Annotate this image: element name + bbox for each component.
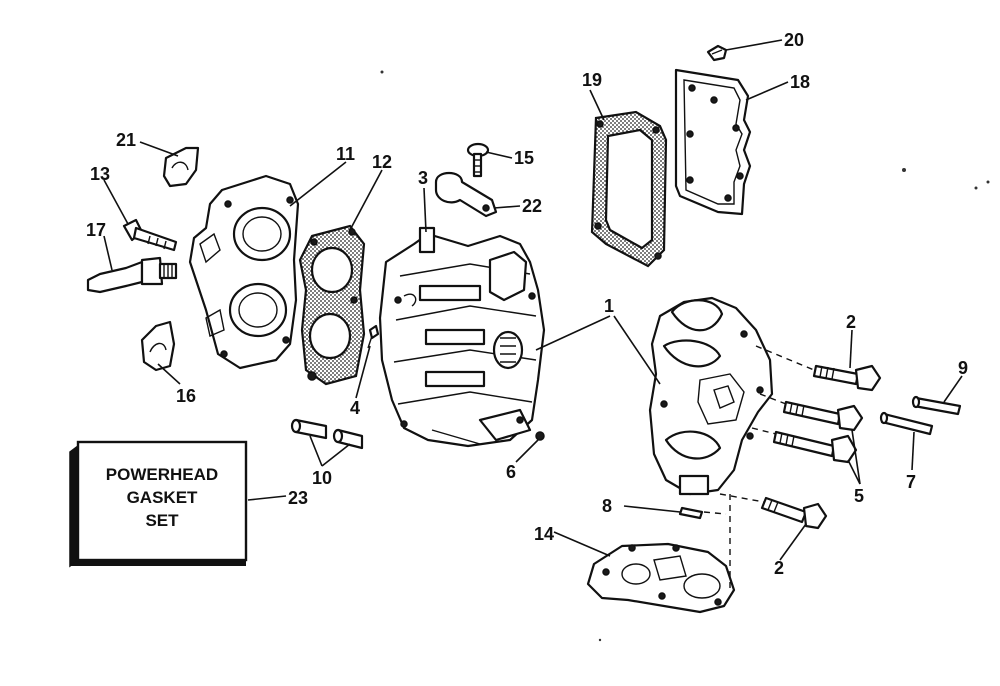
callout-18: 18 — [790, 72, 810, 92]
gasket-set-box: POWERHEAD GASKET SET — [69, 440, 248, 568]
part-10-dowel-pins — [290, 418, 364, 450]
callout-20: 20 — [784, 30, 804, 50]
callout-22: 22 — [522, 196, 542, 216]
part-16-clip — [140, 320, 176, 372]
leader-lines — [103, 39, 963, 561]
alignment-lines — [703, 345, 815, 588]
part-21-clip — [162, 146, 200, 188]
callout-19: 19 — [582, 70, 602, 90]
callout-11: 11 — [336, 144, 355, 164]
part-12-head-gasket — [298, 224, 366, 386]
callout-16: 16 — [176, 386, 196, 406]
part-9-pin — [911, 395, 962, 416]
part-4-pin — [367, 324, 380, 349]
callout-8: 8 — [602, 496, 612, 516]
part-5-bolts — [772, 400, 864, 464]
callout-12: 12 — [372, 152, 392, 172]
callout-2-lower: 2 — [774, 558, 784, 578]
callout-14: 14 — [534, 524, 554, 544]
callout-13: 13 — [90, 164, 110, 184]
part-15-screw — [466, 142, 490, 178]
gasket-set-line-3: SET — [145, 511, 179, 530]
part-3-cylinder-block — [378, 226, 546, 448]
part-1-crankcase-half — [648, 296, 774, 496]
callout-10: 10 — [312, 468, 332, 488]
callout-9: 9 — [958, 358, 968, 378]
callout-15: 15 — [514, 148, 534, 168]
part-6-plug — [535, 431, 545, 441]
callout-2-upper: 2 — [846, 312, 856, 332]
gasket-set-line-1: POWERHEAD — [106, 465, 218, 484]
gasket-set-line-2: GASKET — [127, 488, 198, 507]
scan-specks — [380, 70, 990, 642]
part-2-bolt-upper — [812, 364, 882, 392]
part-7-pin — [879, 411, 934, 436]
callout-23: 23 — [288, 488, 308, 508]
callout-6: 6 — [506, 462, 516, 482]
callout-7: 7 — [906, 472, 916, 492]
callout-4: 4 — [350, 398, 360, 418]
part-19-gasket — [590, 110, 668, 268]
part-13-bolt — [122, 218, 178, 252]
part-8-pin — [678, 506, 704, 520]
part-11-cylinder-head — [188, 174, 300, 370]
callout-21: 21 — [116, 130, 136, 150]
part-14-gasket — [586, 542, 736, 614]
part-2-bolt-lower — [760, 496, 828, 530]
part-17-spark-plug — [86, 256, 178, 294]
callout-5: 5 — [854, 486, 864, 506]
callout-1: 1 — [604, 296, 614, 316]
part-20-screw — [706, 44, 728, 62]
callout-3: 3 — [418, 168, 428, 188]
part-18-cover-plate — [674, 68, 752, 216]
callout-17: 17 — [86, 220, 106, 240]
part-22-clamp — [434, 171, 498, 218]
callout-labels: 20 18 19 15 22 3 21 11 12 13 17 16 4 10 … — [86, 30, 968, 578]
